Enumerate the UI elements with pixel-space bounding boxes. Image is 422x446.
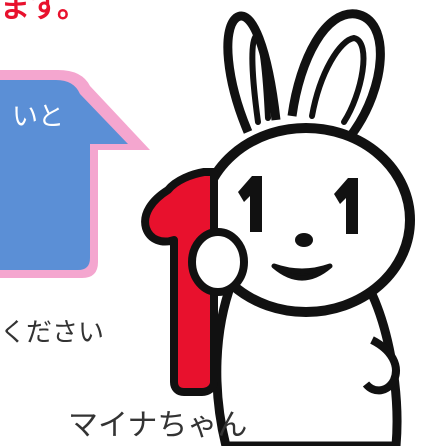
speech-bubble-fill xyxy=(0,80,128,270)
mascot-name-caption: マイナちゃん xyxy=(68,408,248,443)
mascot-nose xyxy=(295,233,313,247)
heading-text: ます。 xyxy=(0,0,87,25)
mascot-held-number-1 xyxy=(141,168,218,396)
mascot-right-arm xyxy=(362,336,400,395)
mascot-left-ear-inner xyxy=(249,32,271,125)
mascot-right-ear xyxy=(287,9,385,137)
mascot-eye-right-1 xyxy=(334,178,358,234)
instruction-text: ください xyxy=(0,318,105,348)
mascot-mouth xyxy=(271,263,333,281)
speech-bubble-text: いと xyxy=(12,102,65,132)
mascot-right-ear-inner xyxy=(309,34,367,125)
mascot-eye-left-1 xyxy=(238,176,262,232)
mascot-body xyxy=(212,277,402,446)
mascot-left-paw xyxy=(188,228,248,296)
